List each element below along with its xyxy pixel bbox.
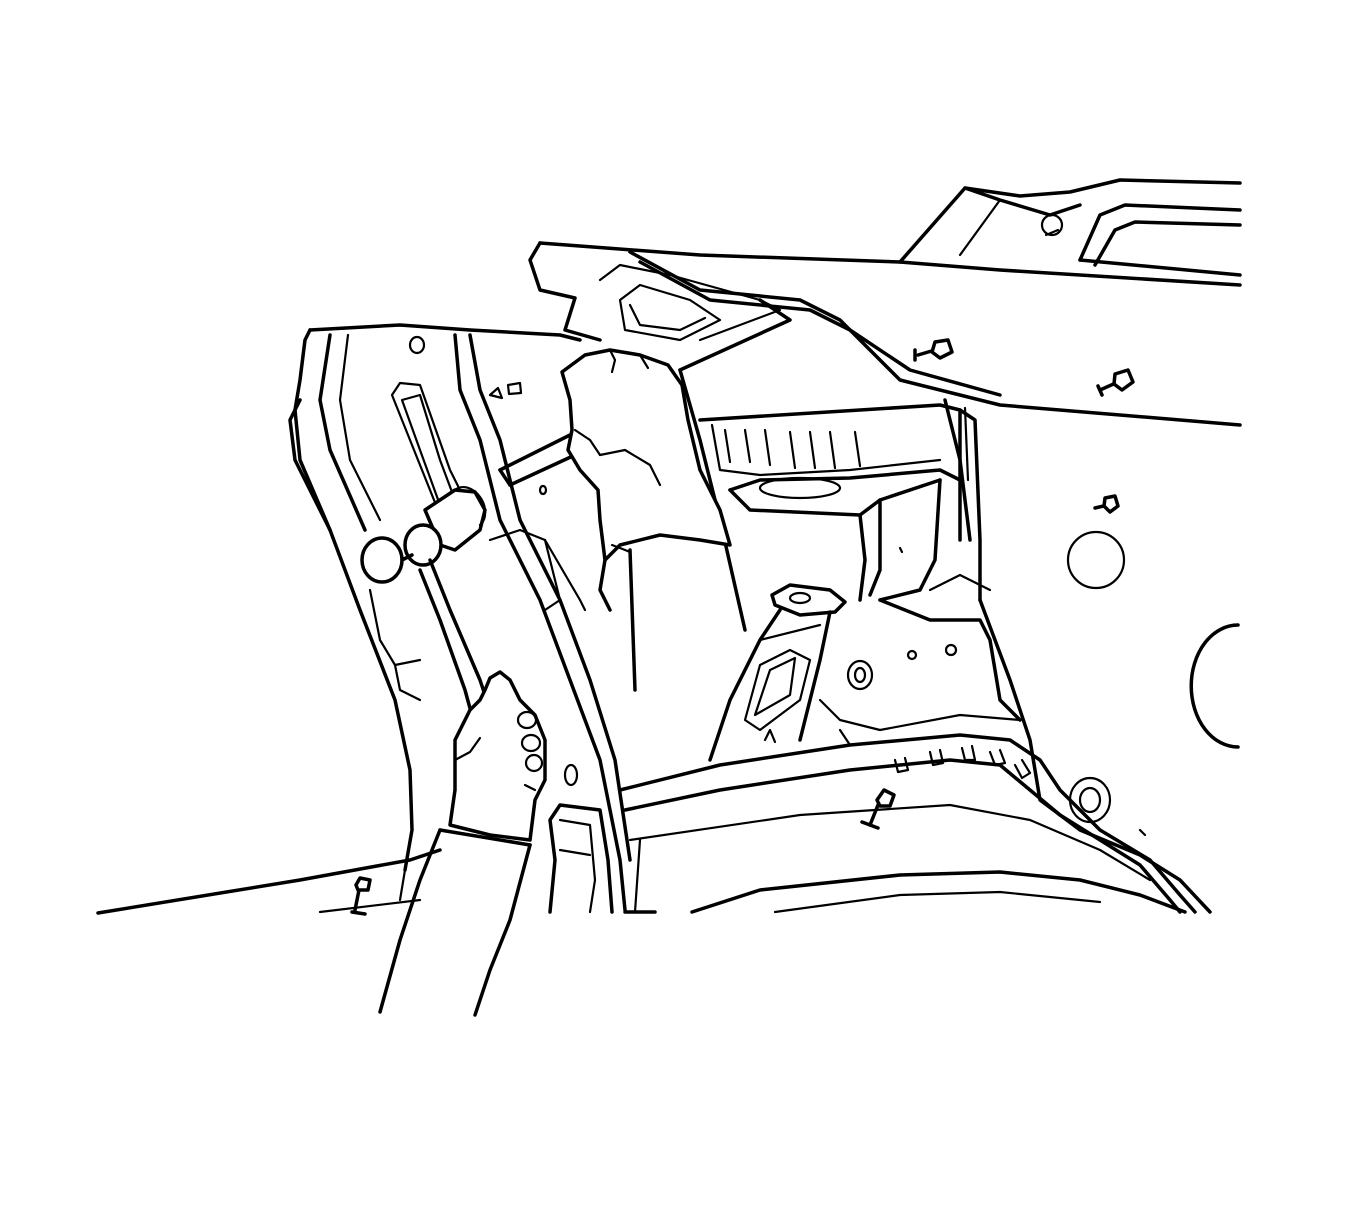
bolt-icon bbox=[350, 876, 372, 916]
wheelhouse-panel bbox=[698, 398, 1022, 762]
roof-rail-panel bbox=[528, 178, 1242, 427]
bolt-icon bbox=[860, 788, 896, 830]
bolts bbox=[350, 338, 1135, 916]
left-hand bbox=[378, 670, 547, 1017]
right-hand bbox=[560, 348, 732, 612]
bolt-icon bbox=[913, 338, 954, 362]
bolt-icon bbox=[1096, 368, 1135, 397]
floor-panel bbox=[96, 733, 1197, 915]
bolt-icon bbox=[1093, 494, 1120, 514]
